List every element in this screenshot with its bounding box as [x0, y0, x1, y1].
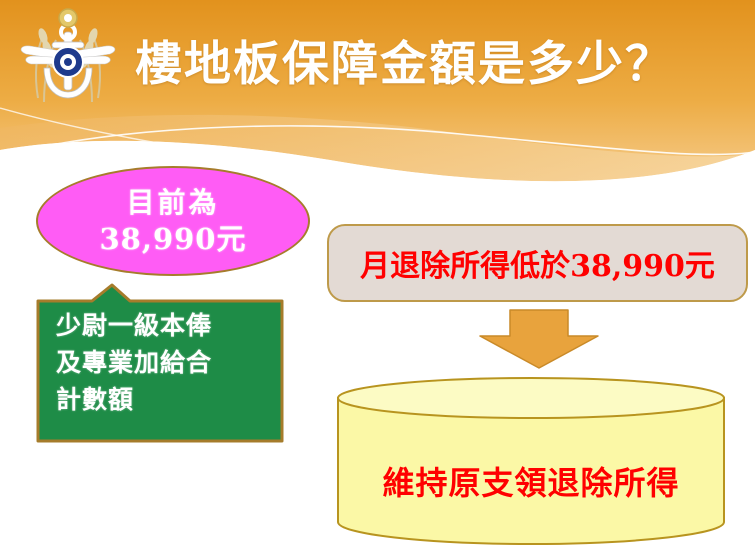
condition-box: 月退除所得低於38,990元: [327, 224, 748, 302]
callout-line-1: 少尉一級本俸: [56, 311, 213, 340]
pink-oval-line-1: 目前為: [126, 186, 220, 219]
callout-line-3: 計數額: [56, 385, 135, 414]
down-arrow-icon: [476, 308, 602, 370]
current-amount-oval: 目前為 38,990元: [36, 166, 310, 276]
condition-text: 月退除所得低於38,990元: [360, 249, 715, 284]
rocmnd-emblem-icon: [14, 6, 122, 110]
cylinder-text: 維持原支領退除所得: [382, 464, 680, 502]
callout-line-2: 及專業加給合: [56, 348, 213, 377]
callout-text: 少尉一級本俸 及專業加給合 計數額: [56, 307, 268, 418]
salary-definition-callout: 少尉一級本俸 及專業加給合 計數額: [34, 283, 286, 445]
pink-oval-line-2: 38,990元: [99, 222, 247, 256]
result-cylinder: 維持原支領退除所得: [336, 376, 726, 546]
page-title: 樓地板保障金額是多少？: [135, 37, 674, 92]
